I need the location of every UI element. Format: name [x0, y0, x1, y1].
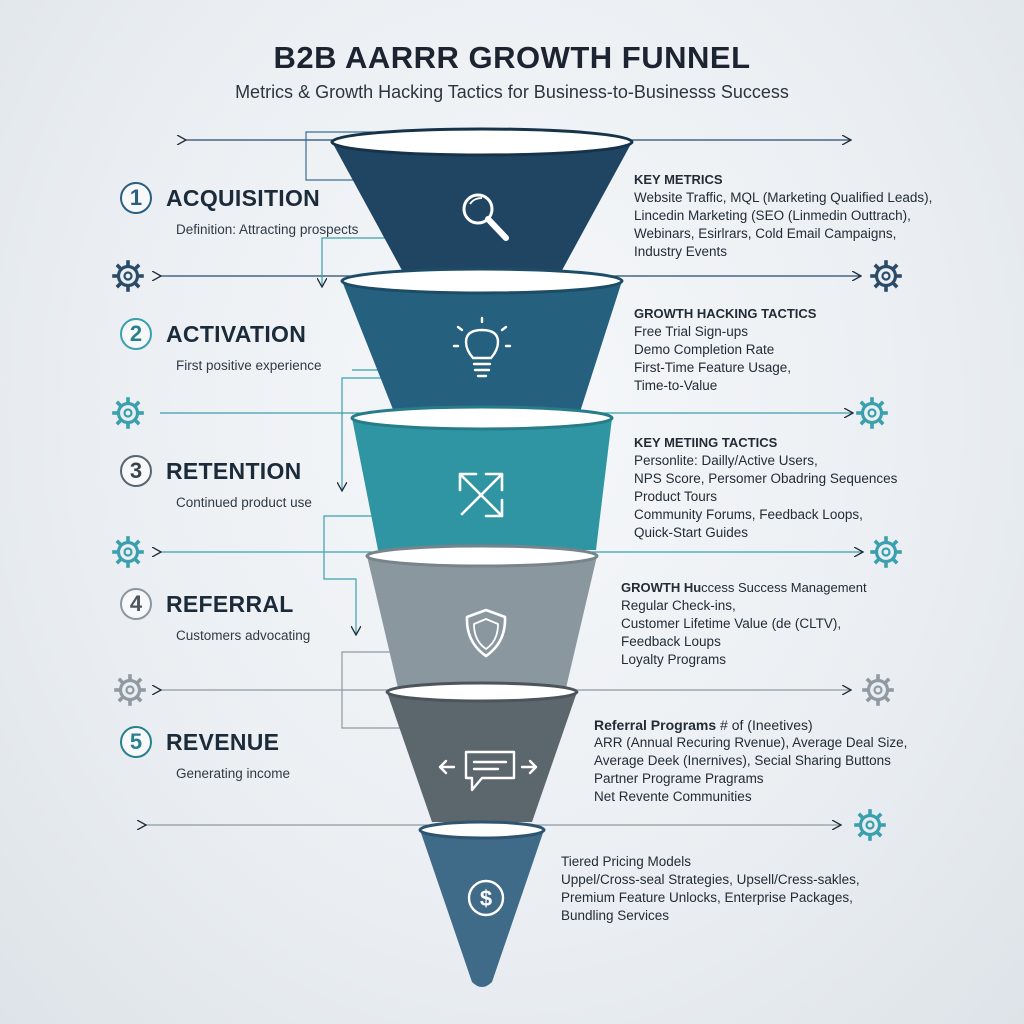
chat-bubble-icon: [438, 750, 538, 792]
funnel-rim-referral: [365, 544, 599, 568]
panel-heading-bold: Referral Programs: [594, 717, 717, 733]
stage-name: ACTIVATION: [166, 320, 307, 347]
funnel-segment-revenue: [387, 692, 577, 822]
panel-line: Product Tours: [634, 489, 718, 504]
stage-name: ACQUISITION: [166, 184, 321, 211]
panel-heading: Referral Programs # of (Ineetives): [594, 716, 907, 734]
stage-definition: Generating income: [176, 766, 291, 781]
funnel-rim-acquisition: [330, 127, 634, 157]
gear-icon: [112, 397, 144, 429]
info-panel-referral: GROWTH Huccess Success Management Regula…: [621, 579, 867, 669]
page-title: B2B AARRR GROWTH FUNNEL: [273, 40, 751, 75]
panel-line: Average Deek (Inernives), Secial Sharing…: [594, 753, 891, 768]
stage-number: 5: [120, 726, 152, 758]
stage-number: 2: [120, 318, 152, 350]
crossed-arrows-icon: [458, 472, 504, 518]
panel-line: ARR (Annual Recuring Rvenue), Average De…: [594, 735, 908, 750]
stage-activation: 2 ACTIVATION First positive experience: [120, 318, 420, 373]
panel-line: Lincedin Marketing (SEO (Linmedin Outtra…: [634, 208, 911, 223]
panel-heading: KEY METRICS: [634, 172, 723, 187]
stage-referral: 4 REFERRAL Customers advocating: [120, 588, 420, 643]
funnel-rim-revenue: [385, 681, 579, 703]
panel-line: Loyalty Programs: [621, 652, 727, 667]
stage-number: 1: [120, 182, 152, 214]
panel-heading: GROWTH Huccess Success Management: [621, 579, 867, 597]
gear-icon: [870, 536, 902, 568]
info-panel-acquisition: KEY METRICS Website Traffic, MQL (Market…: [634, 171, 932, 261]
gear-icon: [856, 397, 888, 429]
panel-line: Customer Lifetime Value (de (CLTV),: [621, 616, 842, 631]
funnel-segment-acquisition: [332, 142, 632, 274]
panel-line: Community Forums, Feedback Loops,: [634, 507, 863, 522]
panel-heading-extra: ccess Success Management: [701, 580, 867, 595]
funnel-segment-retention: [352, 418, 612, 550]
stage-definition: Continued product use: [176, 495, 312, 510]
info-panel-revenue: Referral Programs # of (Ineetives) ARR (…: [594, 716, 907, 806]
panel-line: First-Time Feature Usage,: [634, 360, 792, 375]
connector-arrow: [323, 515, 435, 634]
panel-line: Bundling Services: [561, 908, 670, 923]
gear-icon: [862, 674, 894, 706]
panel-line: Tiered Pricing Models: [561, 854, 692, 869]
stage-definition: Customers advocating: [176, 628, 311, 643]
panel-line: Website Traffic, MQL (Marketing Qualifie…: [634, 190, 933, 205]
funnel-segment-bottom: [420, 830, 544, 987]
stage-definition: Definition: Attracting prospects: [176, 222, 359, 237]
stage-number: 4: [120, 588, 152, 620]
lightbulb-icon: [452, 316, 512, 378]
panel-line: Regular Check-ins,: [621, 598, 736, 613]
dollar-icon: [467, 879, 505, 917]
panel-line: Free Trial Sign-ups: [634, 324, 749, 339]
panel-line: Webinars, Esirlrars, Cold Email Campaign…: [634, 226, 897, 241]
panel-line: NPS Score, Persomer Obadring Sequences: [634, 471, 898, 486]
stage-acquisition: 1 ACQUISITION Definition: Attracting pro…: [120, 182, 420, 237]
stage-revenue: 5 REVENUE Generating income: [120, 726, 420, 781]
funnel-segment-activation: [342, 281, 622, 412]
panel-line: Premium Feature Unlocks, Enterprise Pack…: [561, 890, 853, 905]
info-panel-retention: KEY METIING TACTICS Personlite: Dailly/A…: [634, 434, 897, 542]
connector-arrow: [342, 377, 388, 490]
stage-name: REFERRAL: [166, 590, 294, 617]
gear-icon: [112, 536, 144, 568]
shield-icon: [465, 608, 507, 658]
stage-name: RETENTION: [166, 457, 302, 484]
page-subtitle: Metrics & Growth Hacking Tactics for Bus…: [235, 82, 789, 102]
gear-icon: [870, 260, 902, 292]
panel-line: Feedback Loups: [621, 634, 721, 649]
stage-definition: First positive experience: [176, 358, 322, 373]
funnel-segment-referral: [367, 556, 597, 688]
magnifier-icon: [462, 193, 509, 241]
panel-heading: GROWTH HACKING TACTICS: [634, 306, 817, 321]
panel-line: Uppel/Cross-seal Strategies, Upsell/Cres…: [561, 872, 860, 887]
stage-number: 3: [120, 455, 152, 487]
panel-line: Industry Events: [634, 244, 728, 259]
stage-retention: 3 RETENTION Continued product use: [120, 455, 420, 510]
panel-line: Demo Completion Rate: [634, 342, 775, 357]
connector-arrow: [341, 651, 435, 728]
panel-line: Quick-Start Guides: [634, 525, 749, 540]
funnel: [330, 127, 634, 987]
funnel-rim-bottom: [418, 820, 546, 840]
gear-icon: [112, 260, 144, 292]
gear-icon: [114, 674, 146, 706]
panel-heading-bold: GROWTH Hu: [621, 580, 702, 595]
panel-line: Personlite: Dailly/Active Users,: [634, 453, 818, 468]
panel-heading: KEY METIING TACTICS: [634, 435, 778, 450]
dollar-sign: $: [480, 886, 492, 911]
stage-name: REVENUE: [166, 728, 280, 755]
funnel-rim-retention: [350, 405, 614, 431]
panel-line: Net Revente Communities: [594, 789, 752, 804]
funnel-rim-activation: [340, 267, 624, 295]
info-panel-activation: GROWTH HACKING TACTICS Free Trial Sign-u…: [634, 305, 816, 395]
panel-line: Time-to-Value: [634, 378, 718, 393]
info-panel-pricing: Tiered Pricing Models Uppel/Cross-seal S…: [561, 853, 860, 925]
panel-line: Partner Programe Pragrams: [594, 771, 764, 786]
gear-icon: [854, 809, 886, 841]
panel-heading-extra: # of (Ineetives): [716, 717, 813, 733]
